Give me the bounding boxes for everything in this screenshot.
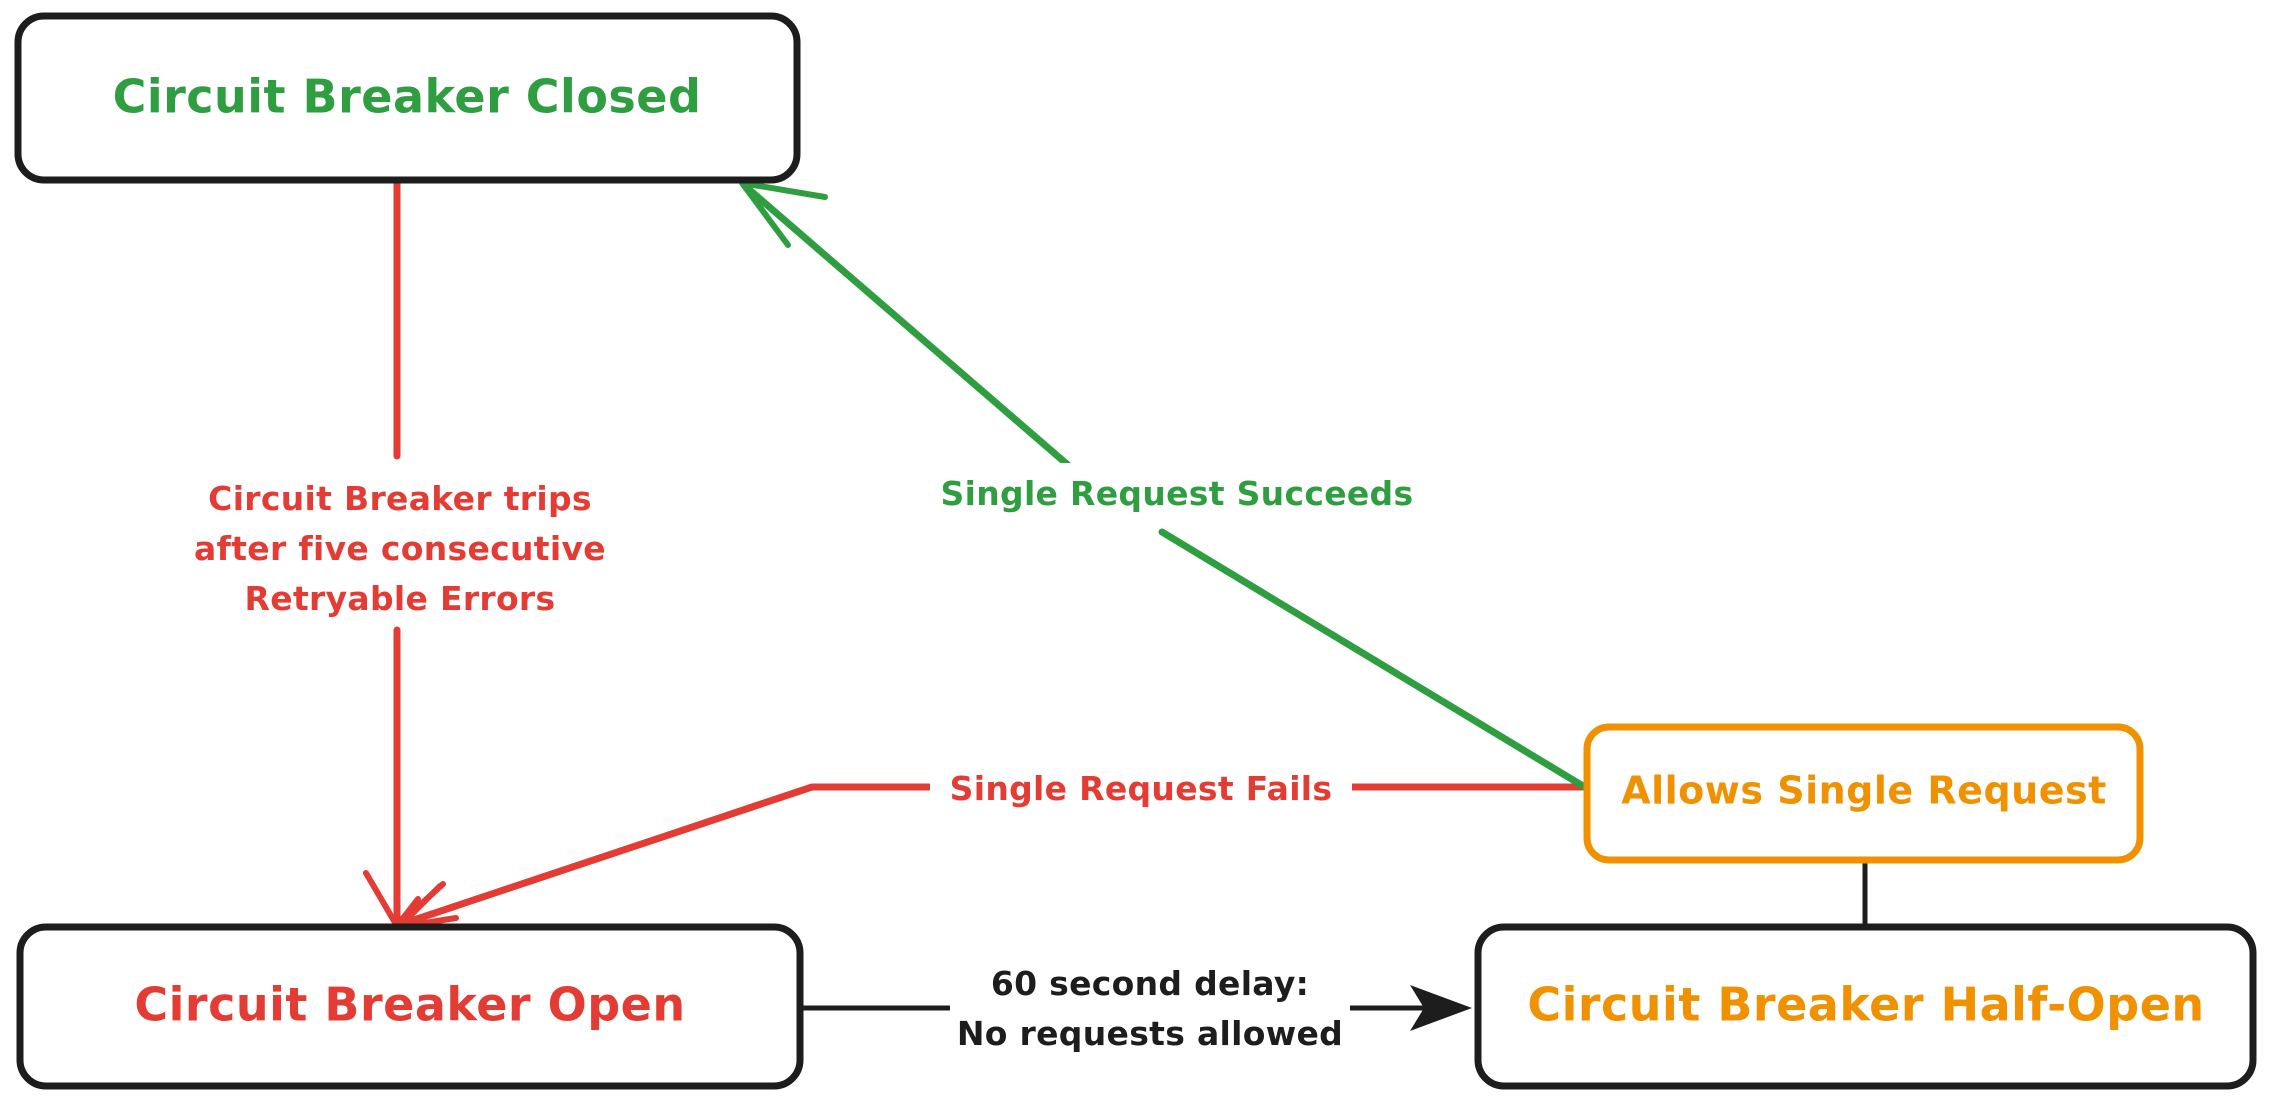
node-allows-single-request-box[interactable] xyxy=(1583,723,2144,864)
node-circuit-breaker-open-label: Circuit Breaker Open xyxy=(134,978,685,1032)
node-allows-single-request-label: Allows Single Request xyxy=(1621,769,2107,813)
node-circuit-breaker-half-open[interactable]: Circuit Breaker Half-Open xyxy=(1474,923,2257,1090)
node-circuit-breaker-closed[interactable]: Circuit Breaker Closed xyxy=(14,12,801,184)
edge-open-to-half-open-arrowhead xyxy=(1410,985,1472,1031)
edge-label-open-to-half-open: 60 second delay: No requests allowed xyxy=(950,952,1350,1064)
edge-label-closed-to-open-line-3: Retryable Errors xyxy=(245,579,556,618)
edge-label-allows-to-open-text: Single Request Fails xyxy=(950,769,1333,808)
edge-allows-to-closed xyxy=(739,180,1587,790)
edge-label-allows-to-closed: Single Request Succeeds xyxy=(912,463,1442,525)
node-circuit-breaker-closed-label: Circuit Breaker Closed xyxy=(113,70,702,124)
node-circuit-breaker-open-box[interactable] xyxy=(16,923,804,1090)
edge-label-open-to-half-open-backdrop xyxy=(950,952,1350,1064)
node-circuit-breaker-closed-box[interactable] xyxy=(14,12,801,184)
edge-label-allows-to-open-backdrop xyxy=(930,758,1352,818)
edge-label-open-to-half-open-line-2: No requests allowed xyxy=(957,1014,1343,1053)
edge-allows-to-closed-arrowhead xyxy=(739,180,828,248)
node-circuit-breaker-half-open-box[interactable] xyxy=(1474,923,2257,1090)
edge-open-to-half-open xyxy=(797,985,1472,1031)
node-circuit-breaker-half-open-label: Circuit Breaker Half-Open xyxy=(1527,978,2204,1032)
edge-allows-to-closed-segment-upper xyxy=(741,182,1109,501)
node-circuit-breaker-open[interactable]: Circuit Breaker Open xyxy=(16,923,804,1090)
edge-label-closed-to-open-line-2: after five consecutive xyxy=(194,529,606,568)
edge-allows-to-closed-segment-lower xyxy=(1158,528,1587,790)
edge-label-closed-to-open-backdrop xyxy=(170,466,630,626)
edge-label-closed-to-open: Circuit Breaker trips after five consecu… xyxy=(170,466,630,626)
edge-label-allows-to-open: Single Request Fails xyxy=(930,758,1352,818)
edge-label-open-to-half-open-line-1: 60 second delay: xyxy=(991,964,1309,1003)
node-allows-single-request[interactable]: Allows Single Request xyxy=(1583,723,2144,864)
edge-label-allows-to-closed-text: Single Request Succeeds xyxy=(941,474,1414,513)
edge-label-allows-to-closed-backdrop xyxy=(912,463,1442,525)
edge-allows-to-open-segment-left xyxy=(395,783,939,929)
edge-label-closed-to-open-line-1: Circuit Breaker trips xyxy=(208,479,592,518)
